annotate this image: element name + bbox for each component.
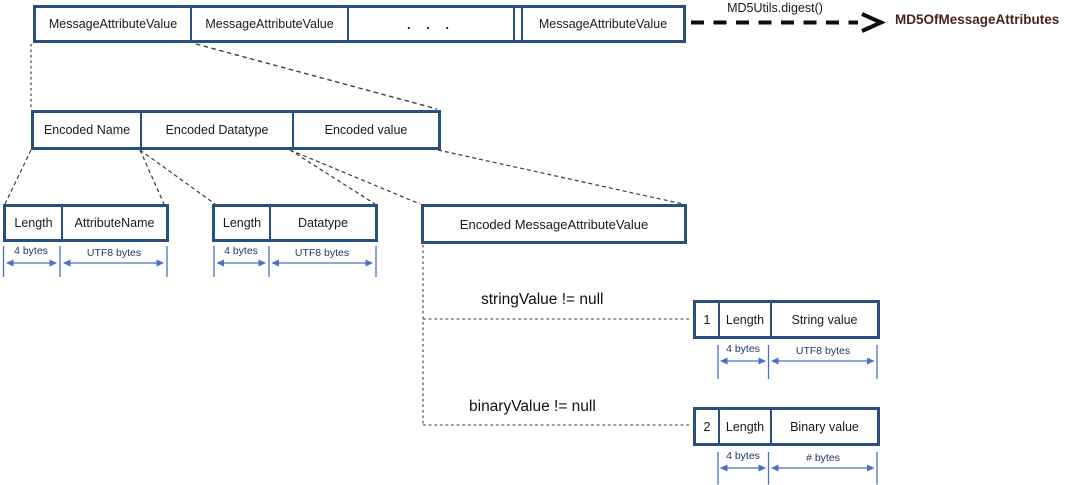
message-attribute-cell: MessageAttributeValue bbox=[190, 8, 347, 40]
encoded-to-parts-connectors bbox=[4, 149, 684, 205]
message-attribute-cell: MessageAttributeValue bbox=[538, 17, 668, 31]
byte-size-label: UTF8 bytes bbox=[86, 247, 142, 259]
encoded-value-cell: Encoded value bbox=[292, 113, 438, 147]
byte-size-label: 4 bytes bbox=[726, 450, 760, 462]
datatype-cell: Datatype bbox=[269, 207, 375, 239]
binary-value-cell: Binary value bbox=[770, 410, 877, 443]
branch-connectors bbox=[422, 245, 691, 426]
name-encoding-box: Length AttributeName bbox=[3, 204, 169, 242]
encoded-mav-cell: Encoded MessageAttributeValue bbox=[459, 216, 649, 232]
message-attribute-cell: MessageAttributeValue bbox=[48, 17, 178, 31]
name-encoding-size-arrows bbox=[2, 246, 168, 277]
byte-size-label: 4 bytes bbox=[224, 245, 258, 257]
length-cell: Length bbox=[222, 216, 262, 230]
encoded-message-attribute-value-box: Encoded MessageAttributeValue bbox=[421, 204, 687, 244]
top-to-encoded-connectors bbox=[30, 43, 438, 110]
datatype-encoding-size-arrows bbox=[213, 246, 377, 277]
md5-result-label: MD5OfMessageAttributes bbox=[895, 12, 1060, 27]
string-value-box: 1 Length String value bbox=[693, 300, 880, 339]
datatype-encoding-box: Length Datatype bbox=[212, 204, 378, 242]
length-cell: Length bbox=[718, 303, 770, 336]
divider-gap bbox=[513, 8, 523, 40]
binary-value-box: 2 Length Binary value bbox=[693, 407, 880, 446]
string-value-size-arrows bbox=[717, 345, 878, 379]
length-cell: Length bbox=[718, 410, 770, 443]
attribute-name-cell: AttributeName bbox=[61, 207, 166, 239]
string-value-cell: String value bbox=[770, 303, 877, 336]
encoded-name-cell: Encoded Name bbox=[43, 123, 131, 137]
byte-size-label: 4 bytes bbox=[726, 343, 760, 355]
message-attributes-row: MessageAttributeValue MessageAttributeVa… bbox=[33, 5, 686, 43]
md5-function-label: MD5Utils.digest() bbox=[727, 1, 823, 15]
byte-size-label: UTF8 bytes bbox=[795, 345, 851, 357]
type-code-cell: 2 bbox=[703, 419, 711, 434]
byte-size-label: UTF8 bytes bbox=[294, 247, 350, 259]
md5-digest-arrow bbox=[691, 12, 886, 33]
byte-size-label: 4 bytes bbox=[14, 245, 48, 257]
length-cell: Length bbox=[14, 216, 53, 230]
string-condition-label: stringValue != null bbox=[481, 291, 604, 308]
binary-value-size-arrows bbox=[717, 452, 878, 485]
encoded-datatype-cell: Encoded Datatype bbox=[140, 113, 292, 147]
binary-condition-label: binaryValue != null bbox=[469, 398, 596, 415]
type-code-cell: 1 bbox=[703, 312, 711, 327]
byte-size-label: # bytes bbox=[806, 452, 840, 464]
ellipsis-cell: . . . bbox=[347, 8, 513, 40]
encoded-parts-box: Encoded Name Encoded Datatype Encoded va… bbox=[31, 110, 441, 150]
